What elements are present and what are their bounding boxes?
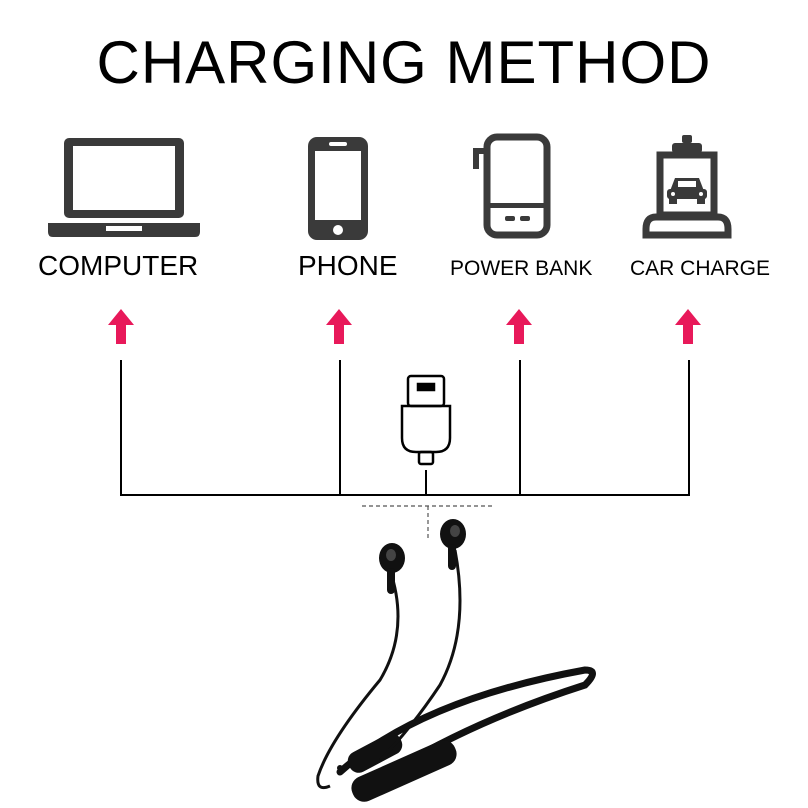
arrow-up-power-bank — [506, 309, 532, 344]
device-label-power-bank: POWER BANK — [450, 257, 593, 280]
usb-plug-icon — [400, 374, 452, 466]
neckband-earphones-icon — [316, 519, 596, 802]
device-label-phone: PHONE — [298, 250, 398, 281]
arrow-up-computer — [108, 309, 134, 344]
phone-icon — [305, 135, 371, 243]
device-label-computer: COMPUTER — [38, 250, 199, 281]
laptop-icon — [44, 135, 204, 240]
power-bank-icon — [470, 133, 552, 241]
arrow-up-car-charge — [675, 309, 701, 344]
car-charger-icon — [642, 133, 732, 241]
arrow-up-phone — [326, 309, 352, 344]
page-title: CHARGING METHOD — [96, 29, 712, 96]
device-label-car-charge: CAR CHARGE — [630, 257, 771, 280]
